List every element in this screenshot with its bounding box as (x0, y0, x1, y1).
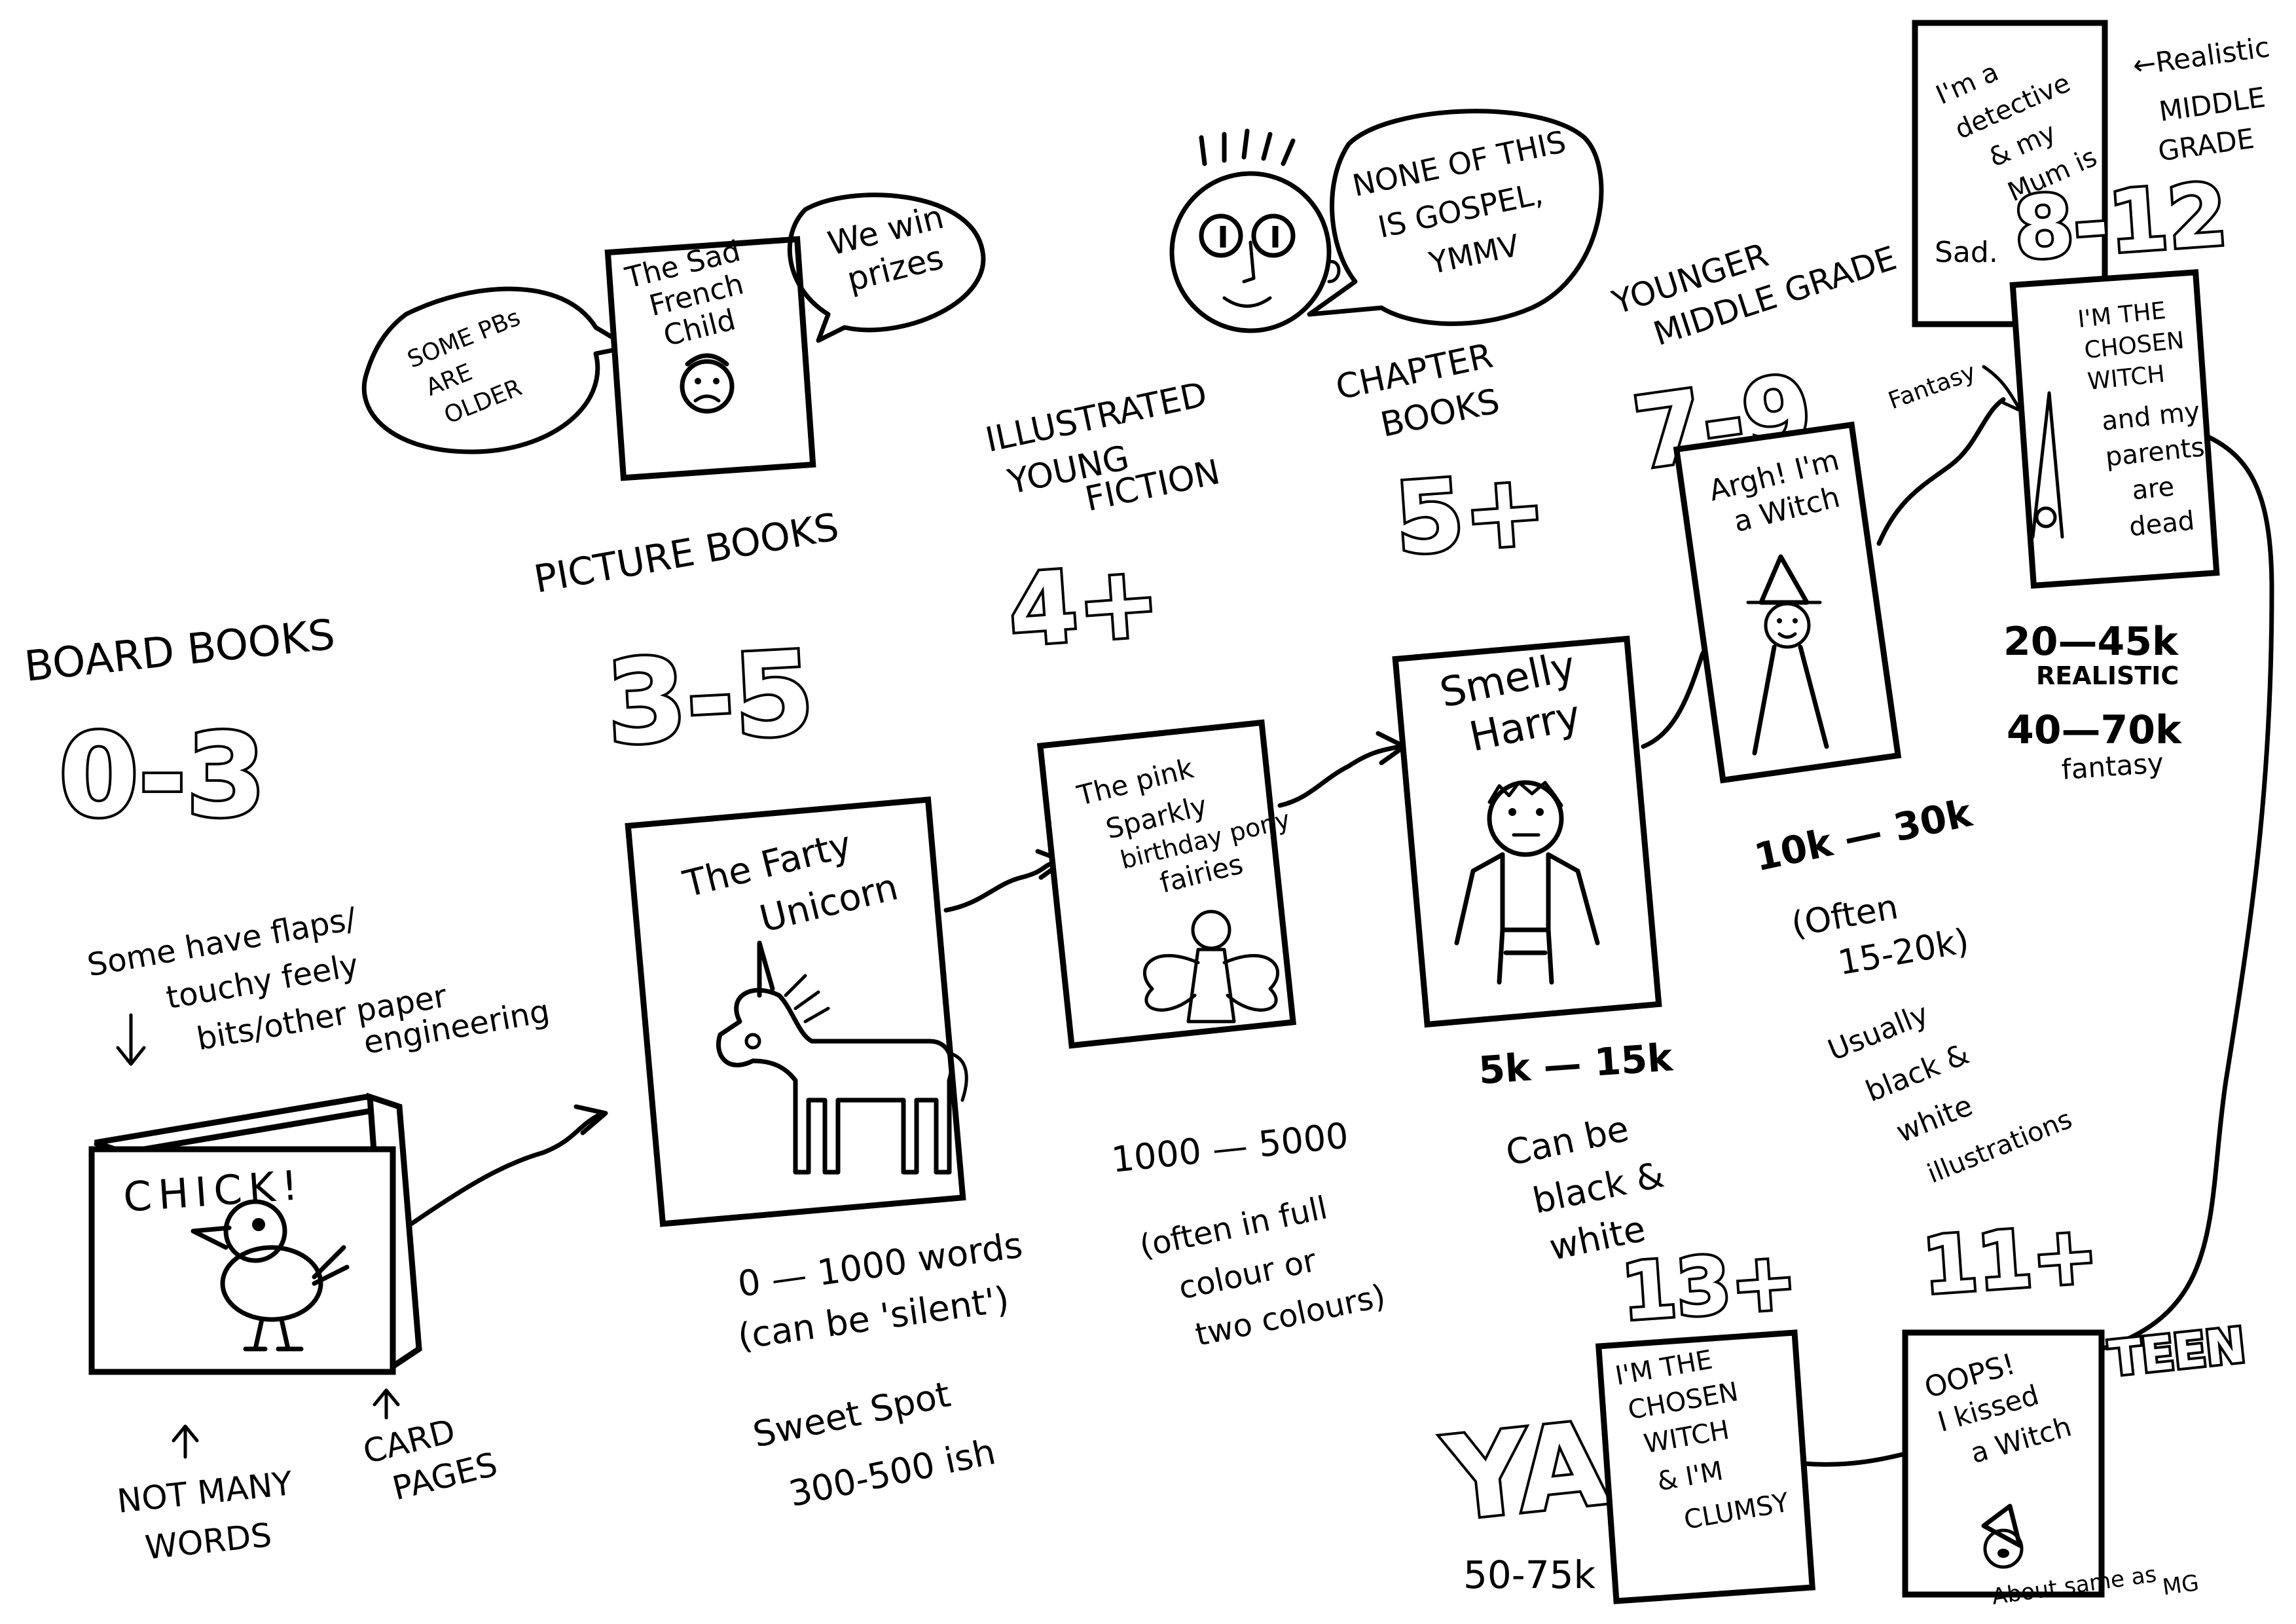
age-range-mg: 8-12 (2011, 165, 2231, 279)
connector-mg-to-teen (2099, 423, 2274, 1352)
book-cover-detective (1912, 20, 2108, 327)
mg-words-fantasy: 40—70k (2007, 707, 2183, 753)
stage-young-adult: 13+ YA I'M THE CHOSEN WITCH & I'M CLUMSY… (1435, 1233, 1816, 1604)
connector-picture-to-illustrated (943, 858, 1063, 913)
chapter-words: 5k — 15k (1477, 1035, 1675, 1093)
sweet-line-2: 300-500 ish (786, 1431, 999, 1515)
stage-teen: 11+ TEEN OOPS! I kissed a Witch About sa… (1902, 1207, 2250, 1610)
narrator-face-icon (1169, 128, 1341, 333)
board-book-top (94, 1094, 397, 1156)
arrowhead-picture (574, 1104, 608, 1135)
mg-words-realistic: 20—45k (2003, 619, 2179, 665)
younger-mg-words: 10k — 30k (1751, 790, 1977, 880)
stage-label-chapter: CHAPTER BOOKS (1332, 336, 1503, 445)
detective-sad: Sad. (1935, 236, 1998, 269)
fairy-icon (1143, 910, 1279, 1024)
mg-realistic: REALISTIC (2036, 661, 2179, 690)
speech-bubble-older-text: SOME PBs ARE OLDER (404, 304, 526, 429)
ya-words: 50-75k (1463, 1553, 1596, 1597)
board-book-illustration: CHICK! (88, 1092, 422, 1375)
stage-middle-grade: I'm a detective & my Mum is Sad. ←Realis… (1885, 20, 2272, 786)
witch-hat-icon (2031, 391, 2064, 539)
up-arrow-icon (172, 1424, 199, 1459)
age-range-teen: 11+ (1920, 1209, 2101, 1312)
connector-younger-mg-to-mg (1876, 397, 2006, 546)
stage-younger-middle-grade: YOUNGER MIDDLE GRADE 7-9 Argh! I'm a Wit… (1607, 236, 2077, 1190)
stage-label-ya: YA (1438, 1397, 1613, 1547)
prizes-text: We win prizes (824, 198, 947, 299)
connector-illustrated-to-chapter (1277, 744, 1404, 808)
younger-mg-often: (Often 15-20k) (1789, 887, 1972, 983)
book-cover-farty-unicorn (625, 796, 966, 1227)
witch-icon (1746, 554, 1829, 756)
note-line-2: MG (2161, 1570, 2201, 1600)
stage-picture-books: PICTURE BOOKS 3-5 The Farty Unicorn 0 — … (531, 504, 1025, 1515)
age-range-chapter: 5+ (1391, 452, 1550, 577)
label-line-3: GRADE (2156, 122, 2256, 168)
stage-label-board-books: BOARD BOOKS (22, 611, 337, 692)
illustrated-note: (often in full colour or two colours) (1137, 1189, 1389, 1354)
boy-icon (1454, 780, 1600, 985)
age-range-ya: 13+ (1618, 1236, 1800, 1338)
board-callout-not-many-words: NOT MANY WORDS (115, 1464, 295, 1567)
chick-icon (191, 1199, 350, 1352)
age-range-picture-books: 3-5 (604, 627, 817, 771)
label-line-2: MIDDLE (2157, 81, 2267, 128)
callout-line-1: NOT MANY (115, 1464, 295, 1521)
younger-mg-note: Usually black & white illustrations (1823, 997, 2076, 1190)
illustrated-words: 1000 — 5000 (1110, 1115, 1351, 1181)
label-line-1: ←Realistic (2131, 31, 2272, 82)
kissed-witch-icon (1981, 1504, 2024, 1569)
stage-board-books: BOARD BOOKS 0-3 Some have flaps/ touchy … (22, 611, 553, 1567)
note-line-3: white (1891, 1089, 1977, 1149)
board-book-cover (88, 1146, 396, 1375)
realistic-mg-label: ←Realistic MIDDLE GRADE (2131, 31, 2272, 168)
down-arrow-icon (116, 1013, 146, 1066)
older-picture-books-aside: SOME PBs ARE OLDER The Sad French Child … (361, 193, 986, 481)
book-cover-pink-sparkly (1036, 719, 1297, 1049)
speech-bubble-prizes (787, 193, 986, 343)
book-cover-chosen-witch-clumsy (1595, 1329, 1816, 1604)
narrator-speech-text: NONE OF THIS IS GOSPEL, YMMV (1349, 124, 1569, 281)
picture-sweet-spot: Sweet Spot 300-500 ish (750, 1373, 999, 1515)
speech-line-3: YMMV (1425, 227, 1523, 281)
speech-bubble-older (361, 286, 631, 454)
age-range-illustrated: 4+ (1005, 544, 1163, 669)
speech-bubble-narrator (1307, 109, 1604, 326)
narrator: NONE OF THIS IS GOSPEL, YMMV (1169, 109, 1604, 333)
mg-fantasy: fantasy (2060, 747, 2164, 786)
unicorn-icon (716, 940, 968, 1175)
stage-label-younger-mg: YOUNGER MIDDLE GRADE (1607, 236, 1901, 353)
stage-label-teen: TEEN (2107, 1318, 2248, 1386)
book-cover-chosen-witch-dead (2009, 268, 2220, 589)
cover-line-7: dead (2128, 506, 2196, 542)
stage-label-picture-books: PICTURE BOOKS (531, 504, 842, 602)
cover-line-6: are (2130, 471, 2176, 506)
callout-line-2: WORDS (143, 1516, 274, 1567)
sad-face-icon (680, 353, 735, 414)
board-callout-card-pages: CARD PAGES (359, 1412, 501, 1508)
connector-board-to-picture (398, 1111, 605, 1234)
book-cover-sad-french-child (604, 236, 816, 481)
age-range-board-books: 0-3 (59, 710, 266, 843)
sweet-line-1: Sweet Spot (750, 1373, 954, 1455)
fantasy-pointer-label: Fantasy (1885, 359, 1979, 415)
board-books-note: Some have flaps/ touchy feely bits/other… (84, 900, 553, 1061)
up-arrow-icon (373, 1388, 400, 1420)
stage-label-illustrated: ILLUSTRATED YOUNG FICTION (982, 375, 1224, 520)
connector-teen-to-ya (1801, 1451, 1908, 1467)
stage-chapter-books: CHAPTER BOOKS 5+ Smelly Harry 5k — 15k C… (1332, 336, 1675, 1268)
